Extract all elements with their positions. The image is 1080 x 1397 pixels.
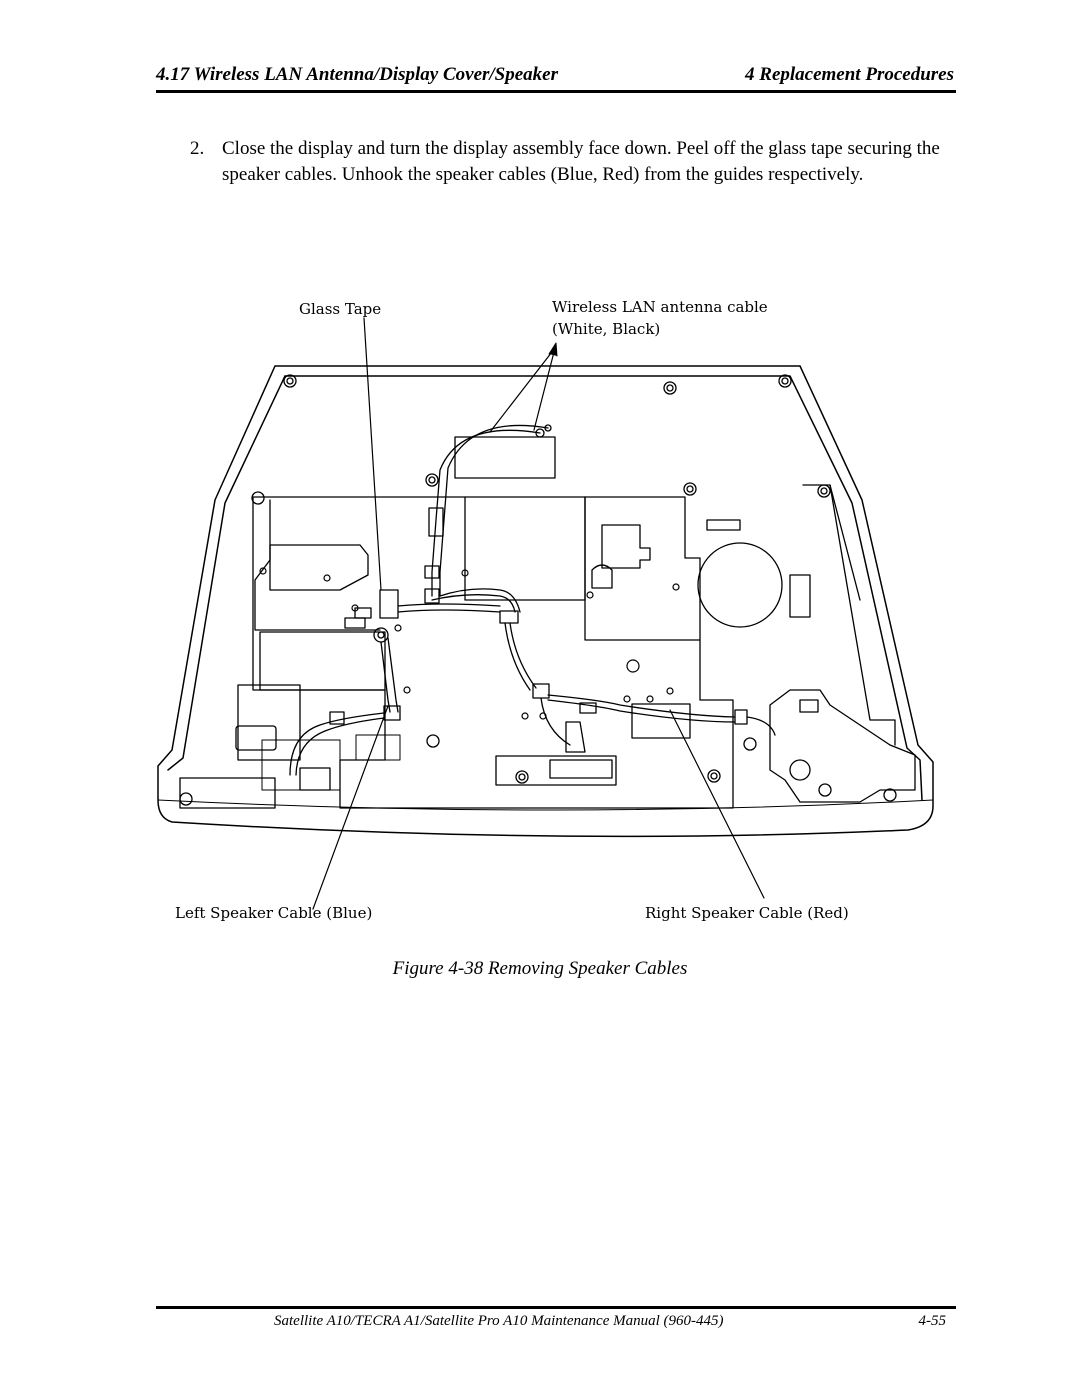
- label-glass-tape: Glass Tape: [299, 300, 382, 318]
- display-cover-outline: [157, 365, 934, 838]
- label-antenna-colors: (White, Black): [552, 320, 661, 338]
- cable-connectors: [329, 424, 748, 725]
- label-left-speaker-cable: Left Speaker Cable (Blue): [175, 904, 373, 922]
- label-right-speaker-cable: Right Speaker Cable (Red): [645, 904, 849, 922]
- section-title: 4.17 Wireless LAN Antenna/Display Cover/…: [156, 64, 559, 85]
- antenna-cables: [431, 424, 549, 613]
- speaker-cables: [289, 603, 776, 776]
- chapter-title: 4 Replacement Procedures: [745, 64, 954, 85]
- leader-lines: [312, 317, 765, 910]
- figure-caption: Figure 4-38 Removing Speaker Cables: [392, 958, 688, 979]
- step-number: 2.: [190, 138, 205, 159]
- mounting-bosses: [179, 374, 897, 806]
- right-speaker-housing: [769, 689, 916, 803]
- header-rule: [156, 90, 956, 93]
- label-antenna-cable: Wireless LAN antenna cable: [552, 298, 768, 316]
- step-text: Close the display and turn the display a…: [222, 138, 940, 185]
- inner-panels: [179, 436, 896, 809]
- screw-holes: [259, 567, 680, 720]
- page-number: 4-55: [918, 1313, 947, 1329]
- manual-title: Satellite A10/TECRA A1/Satellite Pro A10…: [274, 1313, 724, 1329]
- footer-rule: [156, 1306, 956, 1309]
